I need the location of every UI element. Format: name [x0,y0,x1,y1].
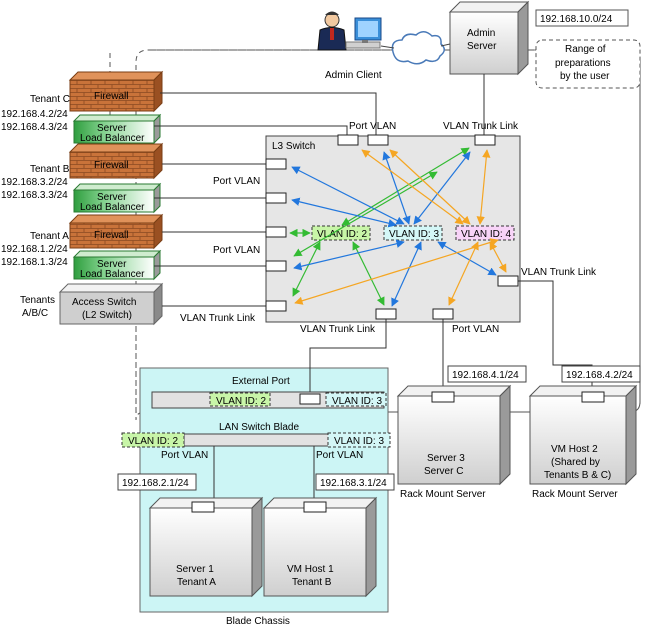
slb-c-label-1: Server [97,123,127,134]
firewall-c-label: Firewall [94,91,128,102]
vmhost2-label-2: (Shared by [551,457,600,468]
slb-a-label-2: Load Balancer [80,269,145,280]
server1-ip: 192.168.2.1/24 [122,478,189,489]
vmhost1-ip-box [315,473,395,491]
vmhost2-ip: 192.168.4.2/24 [566,370,633,381]
tenants-abc-label-1: Tenants [20,295,55,306]
l3-vlan3-label: VLAN ID: 3 [389,229,439,240]
slb-c-label-2: Load Balancer [80,133,145,144]
slb-a-label-1: Server [97,259,127,270]
tenant-b-ip1: 192.168.3.2/24 [1,177,68,188]
blade-vlan2-bottom-label: VLAN ID: 2 [128,436,178,447]
admin-server[interactable] [448,0,530,76]
slb-b[interactable] [72,182,162,214]
server3-ip: 192.168.4.1/24 [452,370,519,381]
server3-rack[interactable] [396,384,512,486]
blade-vlan3-top-label: VLAN ID: 3 [332,396,382,407]
port-vlan-label-b: Port VLAN [213,176,260,187]
l3-switch-title: L3 Switch [272,141,315,152]
tenant-c-ip1: 192.168.4.2/24 [1,109,68,120]
tenant-b-ip2: 192.168.3.3/24 [1,190,68,201]
slb-b-label-1: Server [97,192,127,203]
slb-c[interactable] [72,113,162,145]
blade-links [213,446,315,500]
admin-server-label-1: Admin [467,28,495,39]
access-switch-label-1: Access Switch [72,297,136,308]
blade-ext-port [299,393,321,405]
firewall-b-label: Firewall [94,160,128,171]
vmhost2-rack-label: Rack Mount Server [532,489,618,500]
external-port-label: External Port [232,376,290,387]
admin-client-icon[interactable] [317,11,382,51]
range-label-box [535,39,641,89]
vmhost1-blade[interactable] [262,496,378,598]
vmhost2-rack[interactable] [528,384,638,486]
cloud-admin-link [440,43,451,47]
vlan-trunk-label-bottom: VLAN Trunk Link [300,324,376,335]
range-label-3: by the user [560,71,610,82]
firewall-a[interactable] [68,213,164,250]
server3-rack-label: Rack Mount Server [400,489,486,500]
blade-port-vlan-right: Port VLAN [316,450,363,461]
admin-client-link [380,45,395,49]
vmhost1-label-2: Tenant B [292,577,332,588]
internet-cloud-icon [391,31,445,65]
vlan4-arrows [294,149,507,306]
vmhost1-label-1: VM Host 1 [287,564,334,575]
tenant-links [154,74,593,396]
l3-ports [265,134,519,320]
vmhost2-ip-box [561,365,641,383]
tenant-c-ip2: 192.168.4.3/24 [1,122,68,133]
tenant-b-label: Tenant B [30,164,70,175]
port-vlan-label-top: Port VLAN [349,121,396,132]
slb-b-label-2: Load Balancer [80,202,145,213]
vmhost2-label-3: Tenants B & C) [544,470,611,481]
admin-ip: 192.168.10.0/24 [540,14,613,25]
firewall-c[interactable] [68,70,164,113]
blade-port-vlan-left: Port VLAN [161,450,208,461]
server1-label-2: Tenant A [177,577,216,588]
blade-vlan3-bottom-label: VLAN ID: 3 [334,436,384,447]
range-outline [109,49,641,421]
tenant-a-ip1: 192.168.1.2/24 [1,244,68,255]
server1-blade[interactable] [148,496,264,598]
blade-vlan2-top-badge [209,392,271,407]
vmhost2-label-1: VM Host 2 [551,444,598,455]
tenant-c-label: Tenant C [30,94,70,105]
port-vlan-label-a: Port VLAN [213,245,260,256]
server1-ip-box [117,473,197,491]
server1-label-1: Server 1 [176,564,214,575]
server3-label-1: Server 3 [427,453,465,464]
range-label-2: preparations [555,58,611,69]
port-vlan-label-bottom: Port VLAN [452,324,499,335]
blade-vlan2-bottom-badge [121,432,185,448]
tenant-a-label: Tenant A [30,231,69,242]
firewall-b[interactable] [68,142,164,180]
server3-label-2: Server C [424,466,463,477]
vlan-trunk-label-top: VLAN Trunk Link [443,121,519,132]
server3-ip-box [447,365,527,383]
access-switch-label-2: (L2 Switch) [82,310,132,321]
l3-vlan4-label: VLAN ID: 4 [461,229,511,240]
lan-switch-blade-label: LAN Switch Blade [219,422,299,433]
admin-server-label-2: Server [467,41,497,52]
slb-a[interactable] [72,249,162,281]
vmhost1-ip: 192.168.3.1/24 [320,478,387,489]
tenants-abc-label-2: A/B/C [22,308,48,319]
access-switch[interactable] [58,282,164,326]
blade-vlan2-top-label: VLAN ID: 2 [216,396,266,407]
vlan-trunk-label-left: VLAN Trunk Link [180,313,256,324]
admin-client-label: Admin Client [325,70,382,81]
firewall-a-label: Firewall [94,230,128,241]
blade-vlan3-top-badge [325,392,387,407]
blade-vlan3-bottom-badge [327,432,391,448]
range-label-1: Range of [565,44,606,55]
tenant-a-ip2: 192.168.1.3/24 [1,257,68,268]
vlan-trunk-label-right: VLAN Trunk Link [521,267,597,278]
blade-chassis-label: Blade Chassis [226,616,290,627]
admin-ip-box [535,9,629,27]
